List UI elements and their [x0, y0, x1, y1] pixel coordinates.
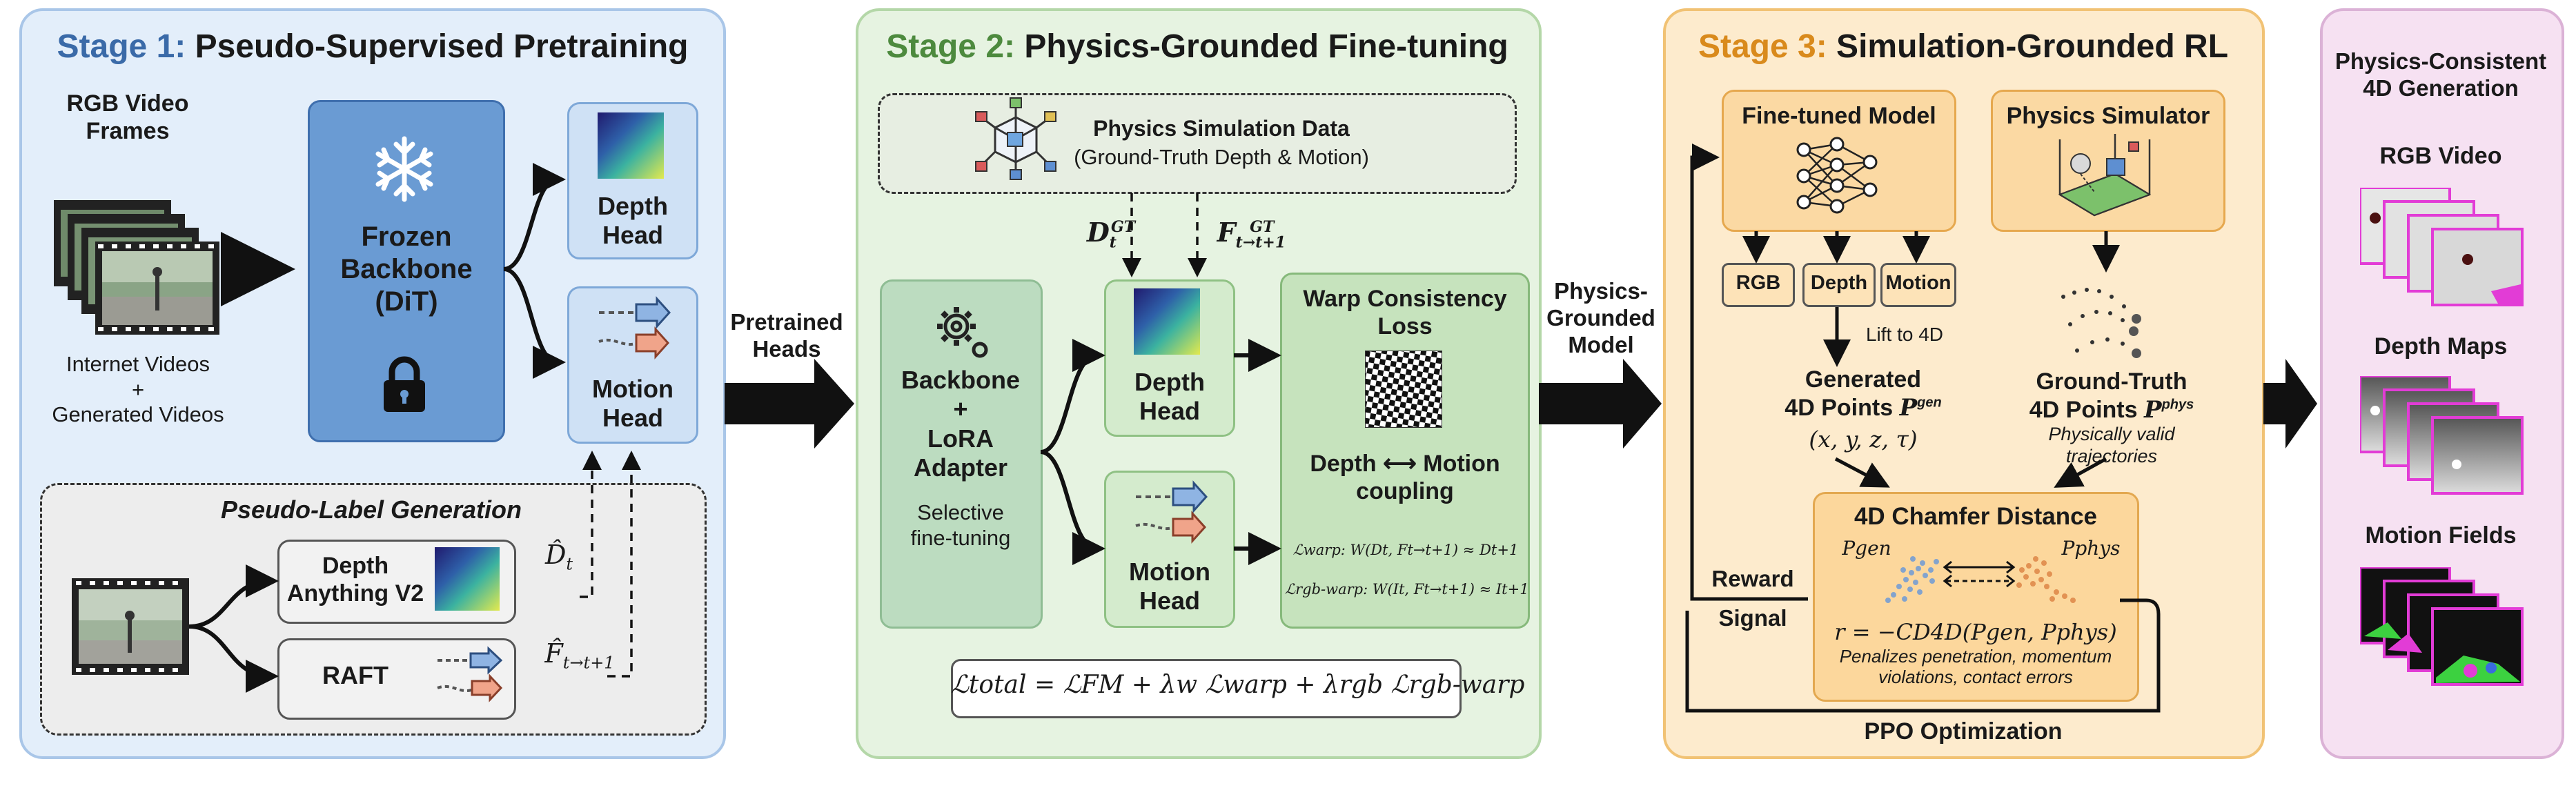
- stage2-flow-arrows-icon: [1135, 480, 1208, 544]
- f-gt-label: Ft→t+1GT: [1217, 217, 1286, 252]
- trajectory-icon: [2061, 288, 2141, 358]
- rgb-output-label: RGB: [1736, 272, 1781, 294]
- depth-maps-stack-icon: [2360, 376, 2524, 495]
- rgb-video-label: RGB Video: [2379, 143, 2502, 169]
- coupling-label: Depth ⟷ Motion coupling: [1310, 451, 1500, 505]
- physics-box-icon: [2058, 134, 2152, 217]
- lora-backbone-label: Backbone + LoRA Adapter: [901, 366, 1021, 482]
- pseudo-depth-map-icon: [435, 547, 500, 611]
- d-gt-label: DtGT: [1086, 217, 1136, 252]
- physics-simulator-label: Physics Simulator: [2006, 103, 2210, 129]
- motion-output-label: Motion: [1885, 272, 1951, 294]
- rgb-warp-equation: ℒrgb-warp: W(It, Ft→t+1) ≈ It+1: [1285, 581, 1529, 598]
- flow-arrows-icon: [598, 296, 671, 359]
- raft-box: [277, 638, 516, 720]
- film-strip-icon: [54, 200, 219, 335]
- motion-fields-label: Motion Fields: [2365, 522, 2517, 549]
- ppo-label: PPO Optimization: [1864, 718, 2063, 745]
- depth-maps-label: Depth Maps: [2374, 333, 2508, 359]
- raft-label: RAFT: [322, 661, 389, 689]
- sim-data-title: Physics Simulation Data: [1093, 116, 1350, 141]
- rgb-frames-label: RGB Video Frames: [66, 90, 189, 145]
- stage2-motion-head-label: Motion Head: [1129, 558, 1210, 615]
- selective-label: Selective fine-tuning: [910, 500, 1011, 550]
- generated-points-label: Generated 4D Points Pgen: [1784, 366, 1942, 422]
- motion-fields-stack-icon: [2360, 567, 2524, 686]
- depth-output-box: [1802, 263, 1876, 307]
- stage2-title: Stage 2: Physics-Grounded Fine-tuning: [886, 28, 1508, 65]
- signal-label: Signal: [1718, 605, 1787, 631]
- sim-data-region: [878, 93, 1517, 194]
- total-loss-equation: ℒtotal = ℒFM + λw ℒwarp + λrgb ℒrgb-warp: [951, 671, 1525, 699]
- snowflake-icon: [375, 136, 433, 202]
- stage3-title: Stage 3: Simulation-Grounded RL: [1698, 28, 2229, 65]
- sources-label: Internet Videos + Generated Videos: [52, 352, 224, 427]
- rgb-video-stack-icon: [2360, 188, 2524, 306]
- stage1-motion-head-box: [567, 286, 698, 444]
- generated-points-coords: (x, y, z, τ): [1809, 426, 1918, 453]
- lora-backbone-box: [880, 279, 1043, 629]
- warp-loss-box: [1280, 273, 1530, 629]
- stage1-depth-head-label: Depth Head: [598, 192, 668, 250]
- lift-label: Lift to 4D: [1865, 324, 1944, 345]
- stage2-depth-head-label: Depth Head: [1134, 368, 1205, 426]
- reward-label: Reward: [1711, 566, 1794, 591]
- pseudo-film-strip-icon: [72, 578, 189, 675]
- pseudo-label-title: Pseudo-Label Generation: [220, 495, 522, 524]
- raft-flow-icon: [437, 646, 503, 702]
- stage1-title: Stage 1: Pseudo-Supervised Pretraining: [57, 28, 689, 65]
- finetuned-model-label: Fine-tuned Model: [1742, 103, 1936, 129]
- stage1-motion-head-label: Motion Head: [592, 375, 674, 433]
- chamfer-title: 4D Chamfer Distance: [1854, 503, 2098, 530]
- total-loss-box: [951, 659, 1462, 718]
- lock-icon: [384, 356, 425, 412]
- penalizes-label: Penalizes penetration, momentum violatio…: [1839, 646, 2112, 687]
- pphys-label: Pphys: [2061, 537, 2121, 560]
- stage2-depth-map-icon: [1134, 288, 1200, 355]
- pgen-label: Pgen: [1842, 537, 1891, 560]
- sim-data-subtitle: (Ground-Truth Depth & Motion): [1074, 145, 1369, 169]
- d-hat-label: D̂t: [544, 540, 573, 574]
- warp-equation: ℒwarp: W(Dt, Ft→t+1) ≈ Dt+1: [1292, 542, 1519, 558]
- depth-anything-label: Depth Anything V2: [286, 553, 424, 607]
- physics-grounded-model-label: Physics- Grounded Model: [1546, 278, 1655, 357]
- rgb-output-box: [1722, 263, 1795, 307]
- warp-loss-title: Warp Consistency Loss: [1303, 286, 1507, 340]
- gt-points-label: Ground-Truth 4D Points Pphys: [2029, 368, 2194, 424]
- cube-network-icon: [975, 97, 1056, 180]
- f-hat-label: F̂t→t+1: [544, 638, 615, 673]
- depth-map-icon: [598, 112, 664, 179]
- stage4-title: Physics-Consistent 4D Generation: [2334, 48, 2547, 101]
- gears-icon: [937, 307, 988, 358]
- motion-output-box: [1880, 263, 1956, 307]
- pretrained-heads-label: Pretrained Heads: [730, 309, 843, 362]
- depth-output-label: Depth: [1810, 272, 1868, 294]
- chamfer-box: [1813, 492, 2139, 702]
- point-cloud-icon: [1885, 556, 2076, 603]
- checkerboard-icon: [1365, 351, 1442, 428]
- neural-network-icon: [1796, 137, 1878, 214]
- frozen-backbone-label: Frozen Backbone (DiT): [340, 221, 473, 317]
- reward-equation: r = −CD4D(Pgen, Pphys): [1834, 619, 2117, 645]
